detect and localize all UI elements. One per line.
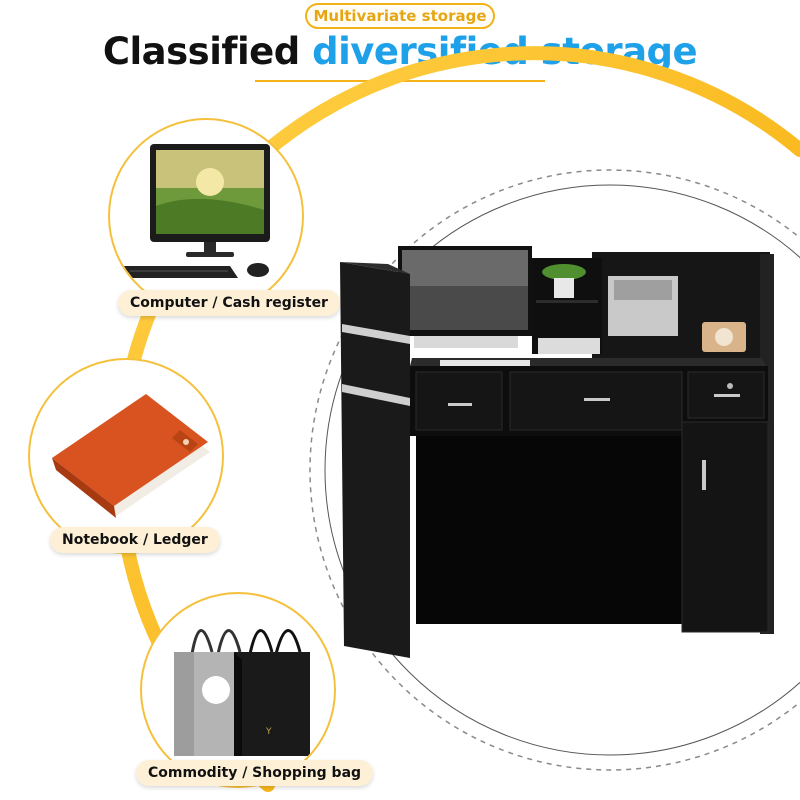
notebook-label: Notebook / Ledger	[50, 527, 220, 553]
computer-icon	[116, 144, 270, 278]
reception-desk-image	[340, 246, 774, 658]
category-badge: Multivariate storage	[305, 3, 495, 29]
notebook-icon	[52, 394, 210, 518]
svg-text:Y: Y	[265, 727, 272, 737]
title-main: Classified	[102, 30, 300, 73]
notebook-circle	[28, 358, 224, 554]
thin-circle	[324, 184, 800, 756]
dashed-circle	[309, 169, 800, 771]
computer-label: Computer / Cash register	[118, 290, 340, 316]
shopping-bag-icon: Y	[174, 629, 310, 756]
shopping-bag-label: Commodity / Shopping bag	[136, 760, 374, 786]
shopping-bag-circle: Y	[140, 592, 336, 788]
computer-circle	[108, 118, 304, 314]
